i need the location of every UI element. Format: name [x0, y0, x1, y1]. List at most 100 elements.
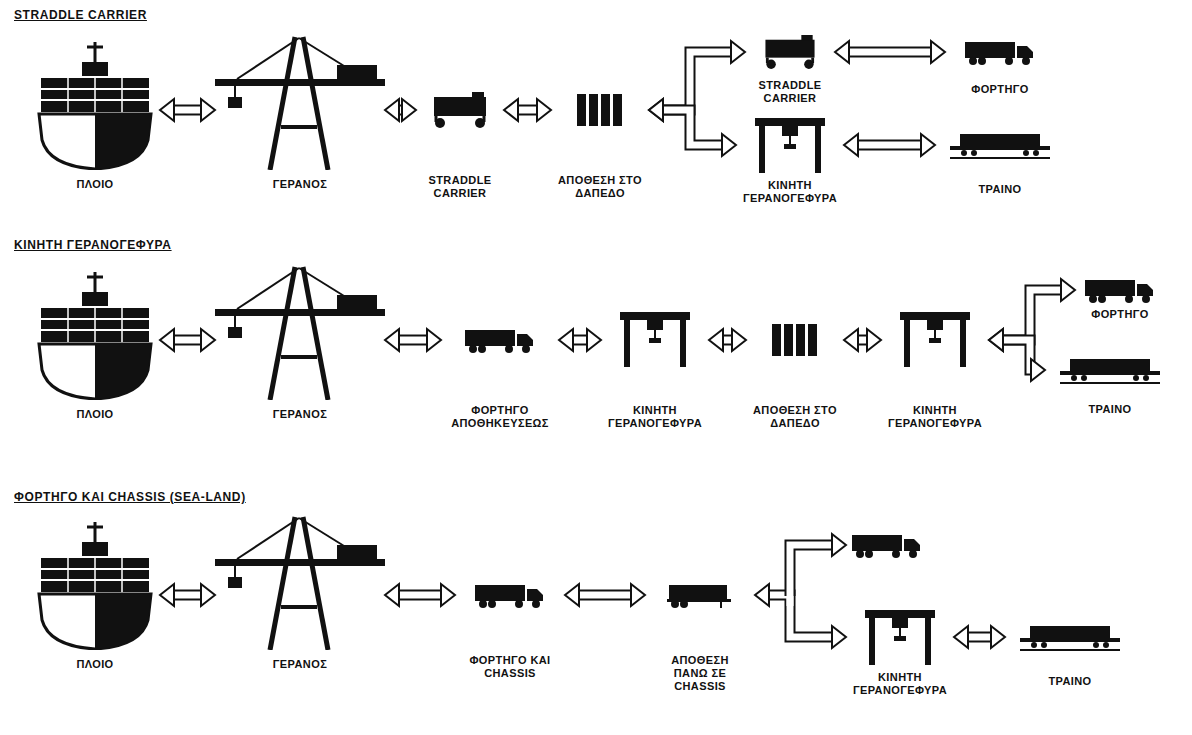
arrow-head — [844, 134, 858, 156]
arrow-head — [504, 99, 518, 121]
truck-icon — [852, 535, 920, 558]
arrow-head — [732, 329, 746, 351]
double-arrow — [385, 329, 441, 351]
arrow-head — [201, 329, 215, 351]
caption-holder: ΠΛΟΙΟ — [30, 654, 160, 672]
arrow-outline — [174, 335, 201, 346]
truck-icon — [1085, 280, 1153, 303]
equipment-caption: ΠΛΟΙΟ — [75, 408, 114, 421]
double-arrow — [160, 584, 215, 606]
caption-holder: ΤΡΑΙΝΟ — [1045, 399, 1175, 417]
equipment-caption: ΤΡΑΙΝΟ — [1047, 675, 1092, 688]
arrow-outline — [968, 632, 991, 643]
section-heading: ΚΙΝΗΤΗ ΓΕΡΑΝΟΓΕΦΥΡΑ — [14, 238, 172, 252]
double-arrow — [385, 584, 455, 606]
arrow-fill — [723, 337, 732, 344]
caption-holder: ΚΙΝΗΤΗ ΓΕΡΑΝΟΓΕΦΥΡΑ — [846, 671, 954, 698]
arrow-head — [385, 99, 399, 121]
equipment-caption: ΑΠΟΘΕΣΗ ΣΤΟ ΔΑΠΕΔΟ — [554, 174, 646, 200]
arrow-head — [921, 134, 935, 156]
arrow-head — [832, 626, 846, 648]
arrow-head — [385, 584, 399, 606]
arrow-outline — [1003, 290, 1061, 340]
equipment-node: ΦΟΡΤΗΓΟ ΚΑΙ CHASSIS — [455, 515, 565, 681]
caption-holder: ΦΟΡΤΗΓΟ — [945, 79, 1055, 97]
equipment-node: ΚΙΝΗΤΗ ΓΕΡΑΝΟΓΕΦΥΡΑ — [601, 265, 709, 431]
caption-holder: ΦΟΡΤΗΓΟ ΚΑΙ CHASSIS — [455, 654, 565, 681]
straddle-icon — [434, 92, 486, 128]
arrow-fill — [1003, 290, 1061, 340]
arrow-head — [755, 584, 769, 606]
caption-holder: ΑΠΟΘΕΣΗ ΠΑΝΩ ΣΕ CHASSIS — [645, 654, 755, 694]
arrow-outline — [174, 105, 201, 116]
ship-icon — [39, 272, 151, 399]
equipment-node: ΑΠΟΘΕΣΗ ΣΤΟ ΔΑΠΕΔΟ — [551, 35, 649, 201]
arrow-head — [1061, 279, 1075, 301]
arrow-head — [565, 584, 579, 606]
crane-icon — [215, 517, 385, 650]
equipment-node: ΠΛΟΙΟ — [30, 515, 160, 672]
crane-icon — [215, 37, 385, 170]
gantry-icon — [755, 118, 825, 173]
arrow-fill — [858, 142, 921, 149]
section-heading: ΦΟΡΤΗΓΟ ΚΑΙ CHASSIS (SEA-LAND) — [14, 490, 246, 504]
equipment-caption: ΦΟΡΤΗΓΟ ΚΑΙ CHASSIS — [459, 654, 561, 680]
truck-icon — [965, 42, 1033, 65]
arrow-fill — [968, 634, 991, 641]
arrow-head — [991, 626, 1005, 648]
arrow-fill — [858, 337, 867, 344]
arrow-head — [385, 329, 399, 351]
arrow-outline — [769, 595, 832, 637]
arrow-outline — [573, 335, 587, 346]
equipment-caption: ΓΕΡΑΝΟΣ — [272, 658, 328, 671]
caption-holder: ΑΠΟΘΕΣΗ ΣΤΟ ΔΑΠΕΔΟ — [746, 404, 844, 431]
equipment-node: ΦΟΡΤΗΓΟ — [1075, 255, 1165, 322]
equipment-caption: ΓΕΡΑΝΟΣ — [272, 408, 328, 421]
equipment-caption: ΦΟΡΤΗΓΟ — [1090, 308, 1150, 321]
arrow-fill — [518, 107, 537, 114]
arrow-head — [587, 329, 601, 351]
arrow-fill — [174, 107, 201, 114]
caption-holder: STRADDLE CARRIER — [745, 79, 835, 106]
stack-icon — [577, 94, 622, 126]
equipment-caption: ΚΙΝΗΤΗ ΓΕΡΑΝΟΓΕΦΥΡΑ — [739, 179, 841, 205]
crane-icon — [215, 267, 385, 400]
train-icon — [1060, 359, 1160, 383]
arrow-head — [441, 584, 455, 606]
arrow-head — [722, 134, 736, 156]
arrow-head — [649, 99, 663, 121]
arrow-fill — [174, 592, 201, 599]
arrow-outline — [663, 110, 722, 145]
arrow-head — [631, 584, 645, 606]
arrow-outline — [579, 590, 631, 601]
double-arrow — [989, 329, 1045, 381]
section-heading: STRADDLE CARRIER — [14, 8, 147, 22]
equipment-caption: ΤΡΑΙΝΟ — [977, 183, 1022, 196]
arrow-fill — [174, 337, 201, 344]
gantry-icon — [900, 312, 970, 367]
equipment-node: ΠΛΟΙΟ — [30, 35, 160, 192]
equipment-caption: ΓΕΡΑΝΟΣ — [272, 178, 328, 191]
double-arrow — [709, 329, 746, 351]
caption-holder: ΓΕΡΑΝΟΣ — [215, 174, 385, 192]
arrow-fill — [663, 52, 731, 110]
double-arrow — [835, 41, 945, 63]
caption-holder: ΓΕΡΑΝΟΣ — [215, 654, 385, 672]
caption-holder: ΚΙΝΗΤΗ ΓΕΡΑΝΟΓΕΦΥΡΑ — [881, 404, 989, 431]
equipment-caption: ΦΟΡΤΗΓΟ ΑΠΟΘΗΚΕΥΣΕΩΣ — [444, 404, 556, 430]
double-arrow — [565, 584, 645, 606]
equipment-node: STRADDLE CARRIER — [416, 35, 504, 201]
double-arrow — [844, 134, 935, 156]
equipment-node: ΚΙΝΗΤΗ ΓΕΡΑΝΟΓΕΦΥΡΑ — [881, 265, 989, 431]
equipment-caption: ΤΡΑΙΝΟ — [1087, 403, 1132, 416]
double-arrow — [954, 626, 1005, 648]
arrow-outline — [723, 335, 732, 346]
chassis-icon — [667, 585, 731, 608]
arrow-head — [835, 41, 849, 63]
gantry-icon — [865, 610, 935, 665]
equipment-node: ΓΕΡΑΝΟΣ — [215, 35, 385, 192]
equipment-caption: ΚΙΝΗΤΗ ΓΕΡΑΝΟΓΕΦΥΡΑ — [849, 671, 951, 697]
equipment-caption: ΦΟΡΤΗΓΟ — [970, 83, 1030, 96]
